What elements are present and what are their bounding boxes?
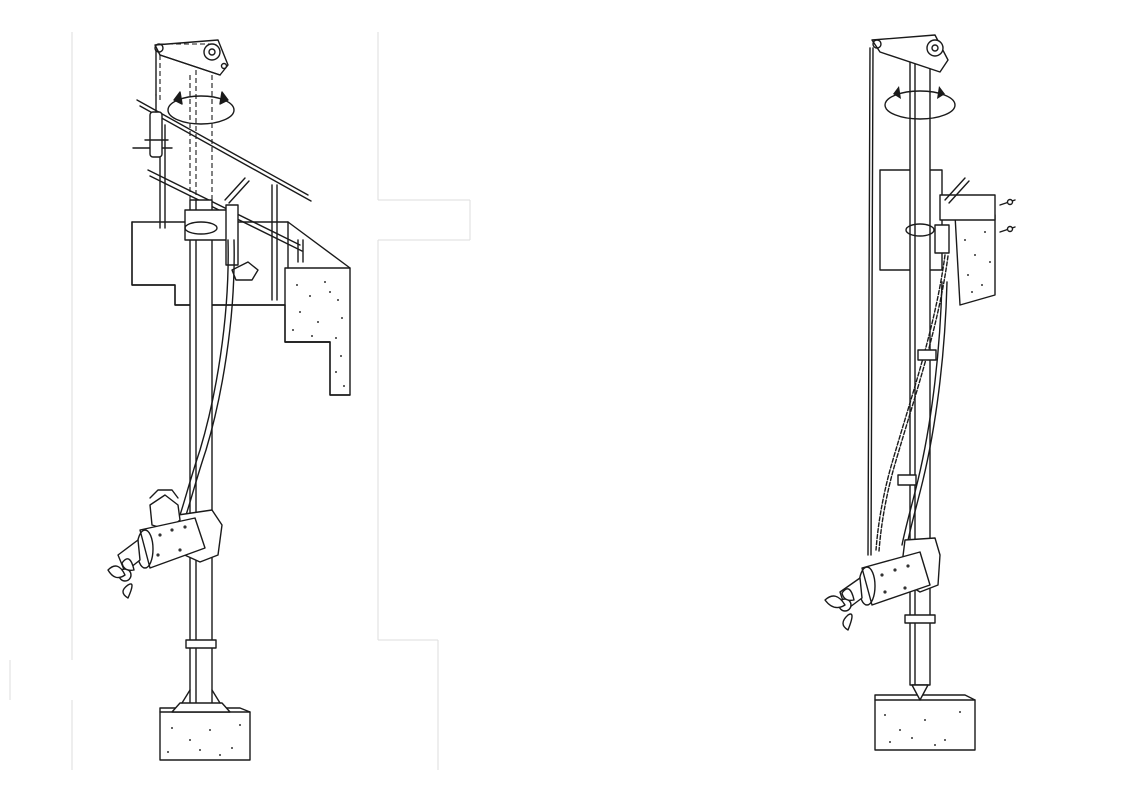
mixer-mast-wall-mount — [824, 34, 1016, 751]
mast-lower-clamp — [904, 614, 936, 624]
lifting-chain — [875, 254, 949, 552]
hand-winch — [144, 49, 169, 158]
mast-top-jib — [154, 39, 229, 76]
dashed-mast-extension — [159, 55, 213, 200]
mast-lower-clamp — [185, 639, 217, 649]
concrete-footing — [874, 684, 976, 751]
power-cable — [901, 281, 948, 546]
mixer-mast-handrail-mount — [107, 39, 351, 761]
rotation-arrow-icon — [167, 91, 235, 125]
scan-artifact-lines — [9, 32, 471, 770]
mast-top-jib — [871, 34, 949, 73]
mast-bracket — [184, 177, 259, 281]
mixer-bolts — [156, 525, 187, 557]
submersible-mixer — [107, 489, 223, 599]
submersible-mixer — [824, 537, 941, 631]
concrete-texture — [292, 281, 345, 387]
cable-clamp — [897, 474, 917, 486]
power-cable — [179, 239, 235, 516]
guide-mast — [189, 199, 213, 706]
cable-clamp — [917, 349, 937, 361]
lifting-rope — [867, 47, 874, 556]
concrete-footing — [159, 689, 251, 761]
concrete-platform — [131, 221, 351, 396]
wall-bracket — [905, 177, 1016, 306]
rotation-arrow-icon — [884, 86, 956, 120]
